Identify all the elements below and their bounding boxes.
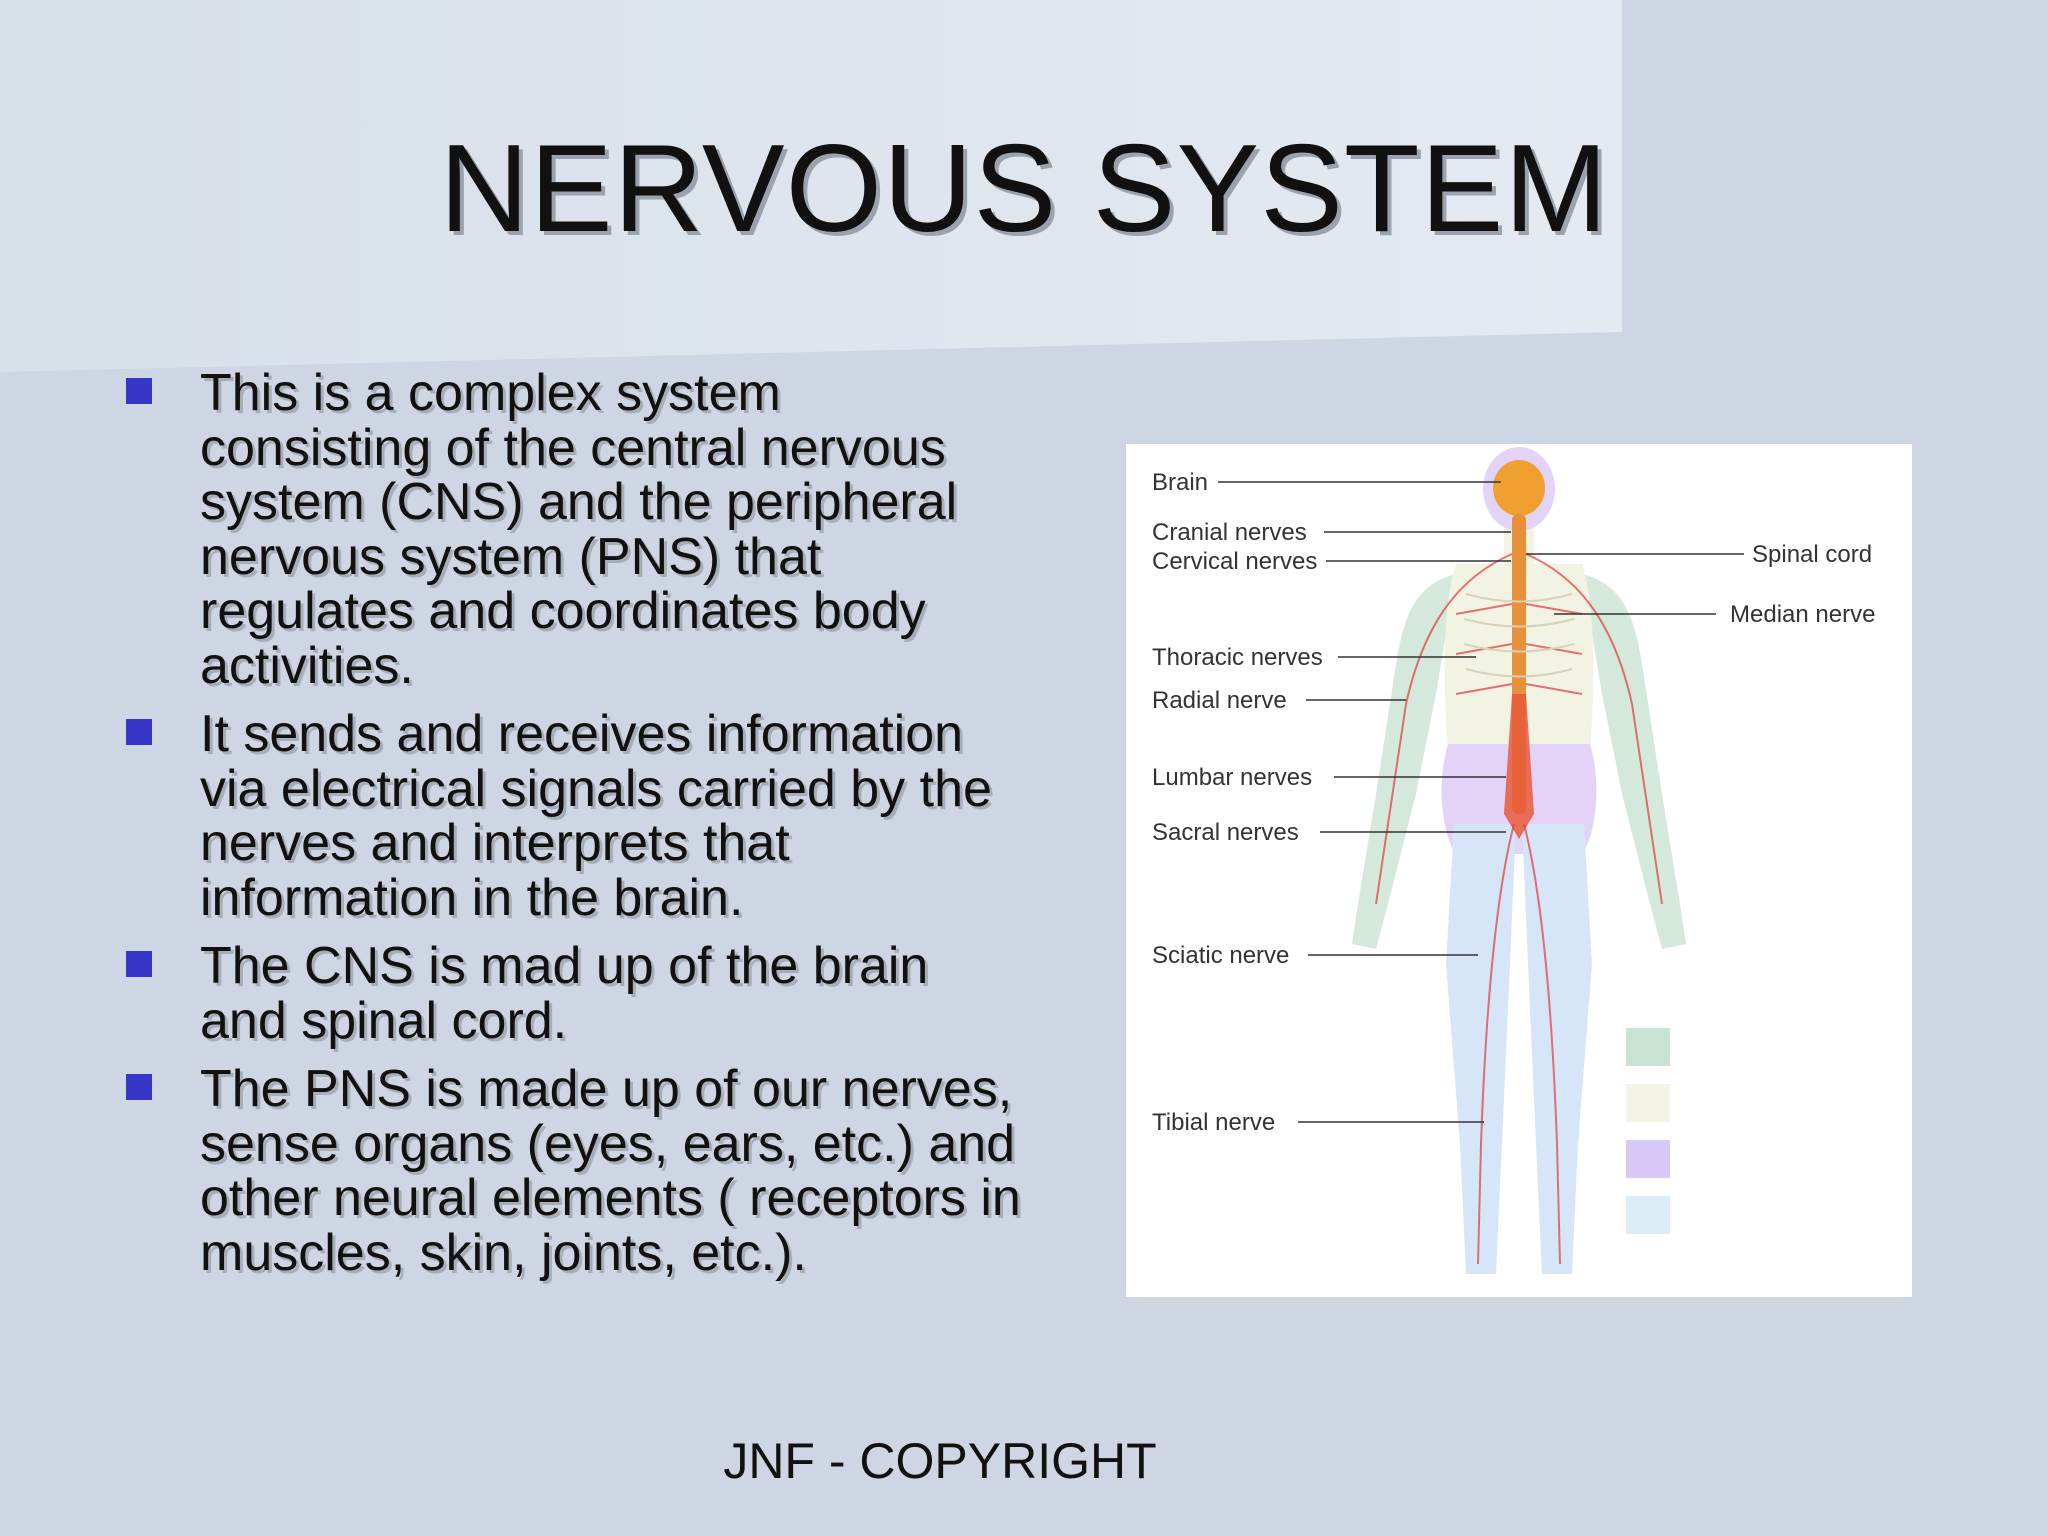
- label-tibial-nerve: Tibial nerve: [1152, 1109, 1275, 1136]
- legend-swatch: [1626, 1084, 1670, 1122]
- title-background-panel: [0, 0, 1622, 372]
- bullet-item: The PNS is made up of our nerves, sense …: [126, 1062, 1026, 1280]
- square-bullet-icon: [126, 719, 152, 745]
- label-cranial-nerves: Cranial nerves: [1152, 519, 1307, 546]
- brain-shape: [1493, 460, 1545, 516]
- bullet-item: This is a complex system consisting of t…: [126, 366, 1026, 693]
- rib-lines: [1463, 593, 1575, 678]
- label-sacral-nerves: Sacral nerves: [1152, 819, 1299, 846]
- label-sciatic-nerve: Sciatic nerve: [1152, 942, 1289, 969]
- bullet-text: It sends and receives information via el…: [200, 705, 992, 927]
- bullet-item: The CNS is mad up of the brain and spina…: [126, 939, 1026, 1048]
- label-leader-lines: [1218, 481, 1744, 1123]
- footer-copyright: JNF - COPYRIGHT: [723, 1433, 1157, 1489]
- legend-swatch: [1626, 1140, 1670, 1178]
- slide-title: NERVOUS SYSTEM: [439, 120, 1609, 258]
- square-bullet-icon: [126, 1074, 152, 1100]
- bullet-text: The CNS is mad up of the brain and spina…: [200, 937, 929, 1050]
- label-thoracic-nerves: Thoracic nerves: [1152, 644, 1323, 671]
- label-radial-nerve: Radial nerve: [1152, 687, 1287, 714]
- label-spinal-cord: Spinal cord: [1752, 541, 1872, 568]
- label-brain: Brain: [1152, 469, 1208, 496]
- bullet-text: This is a complex system consisting of t…: [200, 364, 958, 695]
- bullet-list: This is a complex system consisting of t…: [126, 366, 1026, 1294]
- label-lumbar-nerves: Lumbar nerves: [1152, 764, 1312, 791]
- square-bullet-icon: [126, 378, 152, 404]
- nervous-system-illustration: Brain Cranial nerves Cervical nerves Tho…: [1152, 447, 1875, 1274]
- square-bullet-icon: [126, 951, 152, 977]
- nervous-system-diagram: Brain Cranial nerves Cervical nerves Tho…: [1126, 444, 1912, 1297]
- bullet-item: It sends and receives information via el…: [126, 707, 1026, 925]
- bullet-text: The PNS is made up of our nerves, sense …: [200, 1060, 1021, 1282]
- label-cervical-nerves: Cervical nerves: [1152, 548, 1317, 575]
- legend-swatch: [1626, 1196, 1670, 1234]
- legend-swatch: [1626, 1028, 1670, 1066]
- label-median-nerve: Median nerve: [1730, 601, 1875, 628]
